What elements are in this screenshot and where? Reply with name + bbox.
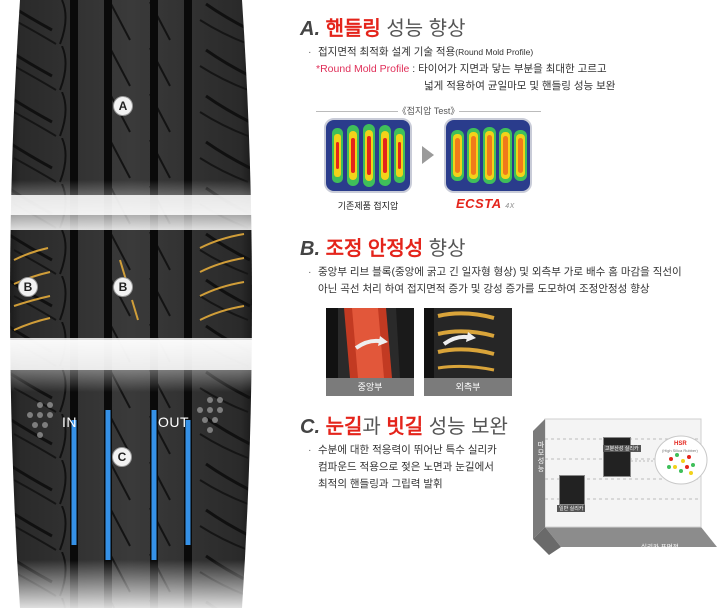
tire-tread-graphic xyxy=(0,0,262,608)
marker-c: C xyxy=(112,447,132,467)
out-label: OUT xyxy=(158,414,190,430)
x-axis-label: 실리카 표면적 xyxy=(641,544,679,551)
section-c-bullet-text-1: 수분에 대한 적응력이 뛰어난 특수 실리카 xyxy=(318,444,497,456)
test-caption: 《접지압 Test》 xyxy=(397,106,460,116)
arrow-right-icon xyxy=(422,146,434,164)
photo-outer-groove: 외측부 xyxy=(424,308,512,396)
outer-groove-graphic xyxy=(424,308,512,378)
existing-caption: 기존제품 접지압 xyxy=(337,201,399,211)
footprint-existing xyxy=(324,118,412,193)
section-b-letter: B. xyxy=(300,238,320,260)
section-a-title-highlight: 핸들링 xyxy=(325,18,381,40)
footprint-existing-graphic xyxy=(332,124,405,187)
marker-a: A xyxy=(113,96,133,116)
ecsta-logo-text: ECSTA xyxy=(456,196,502,211)
section-a-note-1: *Round Mold Profile : 타이어가 지면과 닿는 부분을 최대… xyxy=(316,61,607,78)
section-c-title-mid: 과 xyxy=(362,416,387,438)
chip-high xyxy=(603,437,631,477)
silica-graph: 마모성능 실리카 표면적 일반 실리카 고분산성 실리카 HSR (High S… xyxy=(531,415,720,555)
section-b-title-highlight: 조정 안정성 xyxy=(325,238,424,260)
center-rib-graphic xyxy=(326,308,414,378)
section-c-bullet-1: ·수분에 대한 적응력이 뛰어난 특수 실리카 xyxy=(308,444,497,456)
section-c-title-rest: 성능 보완 xyxy=(423,416,508,438)
photo-center-rib: 중앙부 xyxy=(326,308,414,396)
footprint-ecsta-graphic xyxy=(451,127,527,184)
section-a-bullet: ·접지면적 최적화 설계 기술 적용(Round Mold Profile) xyxy=(308,46,534,58)
ecsta-logo: ECSTA 4X xyxy=(456,196,515,211)
bubble-subtitle: (High Silica Rubber) xyxy=(662,448,698,453)
section-a-bullet-small: (Round Mold Profile) xyxy=(455,47,534,57)
section-c-bullet-2: 컴파운드 적용으로 젖은 노면과 눈길에서 xyxy=(318,461,494,473)
section-a-title-rest: 성능 향상 xyxy=(380,18,466,40)
footprint-ecsta xyxy=(444,118,532,193)
ecsta-logo-suffix: 4X xyxy=(505,203,515,210)
section-c-title-highlight-2: 빗길 xyxy=(386,416,424,438)
section-c-title: C. 눈길과 빗길 성능 보완 xyxy=(300,410,508,439)
marker-b-left: B xyxy=(18,277,38,297)
section-a-letter: A. xyxy=(300,18,320,40)
section-c-bullet-3: 최적의 핸들링과 그립력 발휘 xyxy=(318,478,443,490)
section-b-bullet-2: 아닌 곡선 처리 하여 접지면적 증가 및 강성 증가를 도모하여 조정안정성 … xyxy=(318,283,650,295)
tire-illustration: A B B C IN OUT xyxy=(0,0,262,608)
section-a-note-text-1: : 타이어가 지면과 닿는 부분을 최대한 고르고 xyxy=(409,63,607,75)
section-c-title-highlight-1: 눈길 xyxy=(325,416,363,438)
section-b-bullet-text-1: 중앙부 리브 블록(중앙에 굵고 긴 일자형 형상) 및 외측부 가로 배수 홈… xyxy=(318,266,682,278)
section-b-bullet-1: ·중앙부 리브 블록(중앙에 굵고 긴 일자형 형상) 및 외측부 가로 배수 … xyxy=(308,266,682,278)
section-c-letter: C. xyxy=(300,416,320,438)
test-rule-right xyxy=(459,111,541,112)
contact-pressure-test: 《접지압 Test》 기존제품 접지압 ECSTA xyxy=(316,104,541,217)
section-a-note-2: 넓게 적용하여 균일마모 및 핸들링 성능 보완 xyxy=(424,80,616,92)
section-b-title-rest: 향상 xyxy=(423,238,466,260)
outer-caption: 외측부 xyxy=(424,378,512,396)
section-a-title: A. 핸들링 성능 향상 xyxy=(300,12,465,41)
chip-high-caption: 고분산성 실리카 xyxy=(603,445,641,452)
in-label: IN xyxy=(62,414,77,430)
marker-b-right: B xyxy=(113,277,133,297)
chip-low xyxy=(559,475,585,505)
center-caption: 중앙부 xyxy=(326,378,414,396)
chip-low-caption: 일반 실리카 xyxy=(557,505,586,512)
section-a-bullet-main: 접지면적 최적화 설계 기술 적용 xyxy=(318,46,456,58)
section-b-title: B. 조정 안정성 향상 xyxy=(300,232,465,261)
bubble-title: HSR xyxy=(674,441,687,447)
y-axis-label: 마모성능 xyxy=(537,441,544,473)
section-a-note-label: *Round Mold Profile xyxy=(316,63,410,75)
test-rule-left xyxy=(316,111,398,112)
